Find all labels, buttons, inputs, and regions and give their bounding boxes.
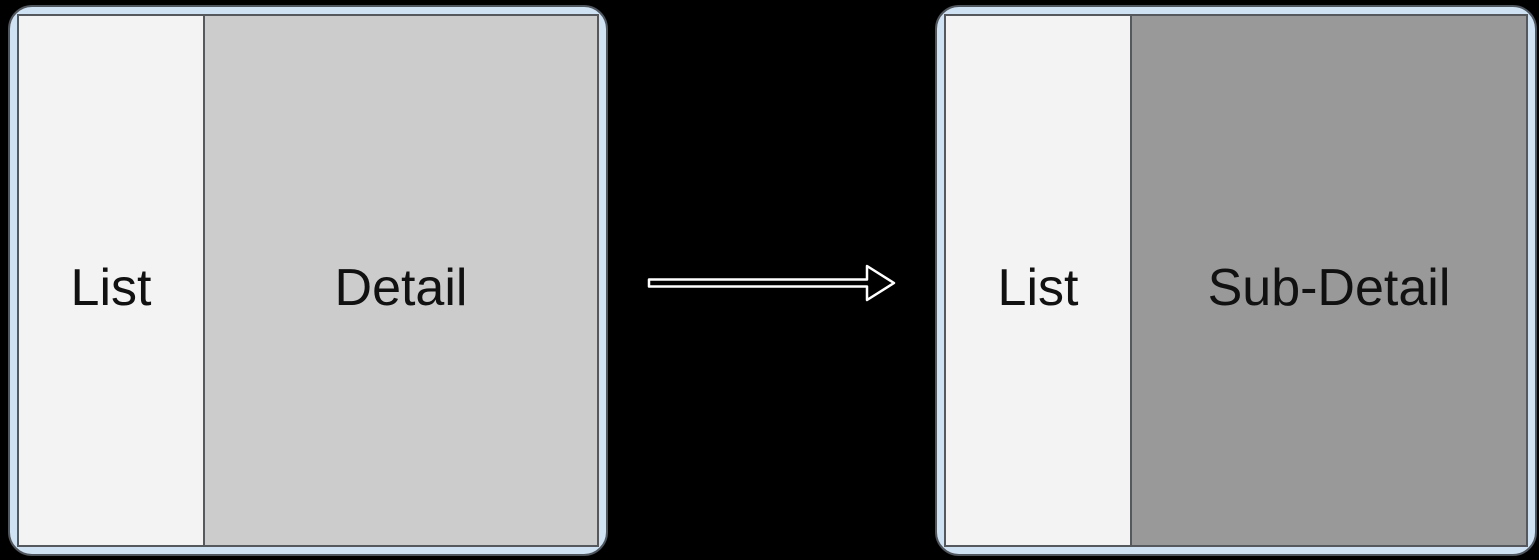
device-frame-before: List Detail	[8, 5, 608, 556]
device-frame-after: List Sub-Detail	[935, 5, 1537, 556]
transition-arrow-icon	[647, 264, 896, 302]
detail-pane-label-after: Sub-Detail	[1207, 258, 1451, 317]
screen-after: List Sub-Detail	[944, 14, 1528, 547]
list-pane-label-after: List	[997, 258, 1079, 317]
list-pane-before: List	[19, 16, 205, 545]
detail-pane-after: Sub-Detail	[1132, 16, 1526, 545]
transition-arrow-path	[647, 264, 896, 302]
screen-before: List Detail	[17, 14, 599, 547]
list-pane-label-before: List	[70, 258, 152, 317]
list-pane-after: List	[946, 16, 1132, 545]
detail-pane-label-before: Detail	[334, 258, 468, 317]
detail-pane-before: Detail	[205, 16, 597, 545]
